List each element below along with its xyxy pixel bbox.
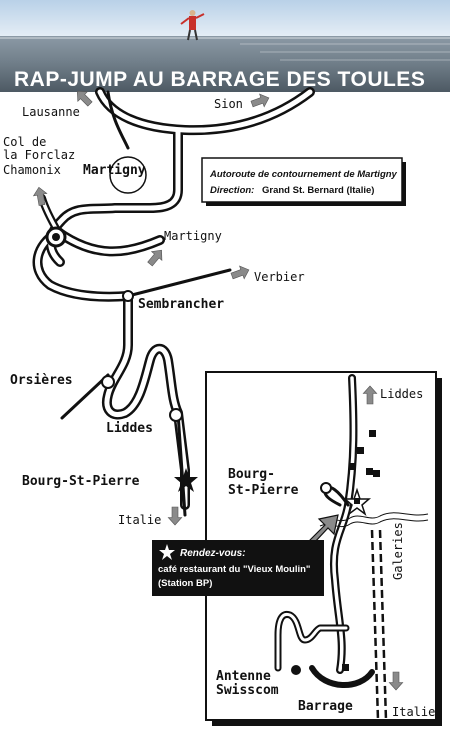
label-chamonix: Chamonix <box>3 163 61 177</box>
rendezvous-line-1: café restaurant du "Vieux Moulin" <box>158 564 310 575</box>
info-box: Autoroute de contournement de Martigny D… <box>201 157 406 206</box>
jumper-figure <box>180 10 205 41</box>
label-col-forclaz-2: la Forclaz <box>3 148 75 162</box>
rendezvous-title: Rendez-vous: <box>180 548 246 559</box>
banner: RAP-JUMP AU BARRAGE DES TOULES <box>0 0 450 92</box>
town-circle-icon <box>101 156 183 422</box>
roundabout-icon <box>45 226 67 248</box>
label-martigny-top: Martigny <box>83 163 146 178</box>
inset-label-barrage: Barrage <box>298 699 353 714</box>
label-bourg-st-pierre: Bourg-St-Pierre <box>22 474 140 489</box>
star-icon <box>342 487 372 517</box>
info-line-2-value: Grand St. Bernard (Italie) <box>262 185 374 196</box>
star-icon <box>174 468 198 492</box>
inset-label-galeries: Galeries <box>391 522 405 580</box>
label-sembrancher: Sembrancher <box>138 297 224 312</box>
banner-title: RAP-JUMP AU BARRAGE DES TOULES <box>14 68 425 91</box>
info-line-1: Autoroute de contournement de Martigny <box>209 169 398 180</box>
star-icon <box>159 544 175 560</box>
info-line-2-label: Direction: <box>210 185 254 196</box>
inset-label-antenne-1: Antenne <box>216 669 271 684</box>
house-icon <box>342 430 380 671</box>
label-sion: Sion <box>214 97 243 111</box>
label-martigny-exit: Martigny <box>164 229 222 243</box>
antenna-dot-icon <box>291 665 301 675</box>
label-col-forclaz-1: Col de <box>3 135 46 149</box>
rendezvous-line-2: (Station BP) <box>158 578 212 589</box>
label-lausanne: Lausanne <box>22 105 80 119</box>
inset-label-antenne-2: Swisscom <box>216 683 279 698</box>
rendezvous-box: Rendez-vous: café restaurant du "Vieux M… <box>152 540 324 596</box>
inset-label-bourg-1: Bourg- <box>228 467 275 482</box>
inset-label-liddes: Liddes <box>380 387 423 401</box>
inset-label-bourg-2: St-Pierre <box>228 483 299 498</box>
label-verbier: Verbier <box>254 270 305 284</box>
inset-label-italie: Italie <box>392 705 435 719</box>
town-circle-icon <box>320 482 332 494</box>
label-orsieres: Orsières <box>10 373 73 388</box>
label-liddes: Liddes <box>106 421 153 436</box>
label-italie: Italie <box>118 513 161 527</box>
